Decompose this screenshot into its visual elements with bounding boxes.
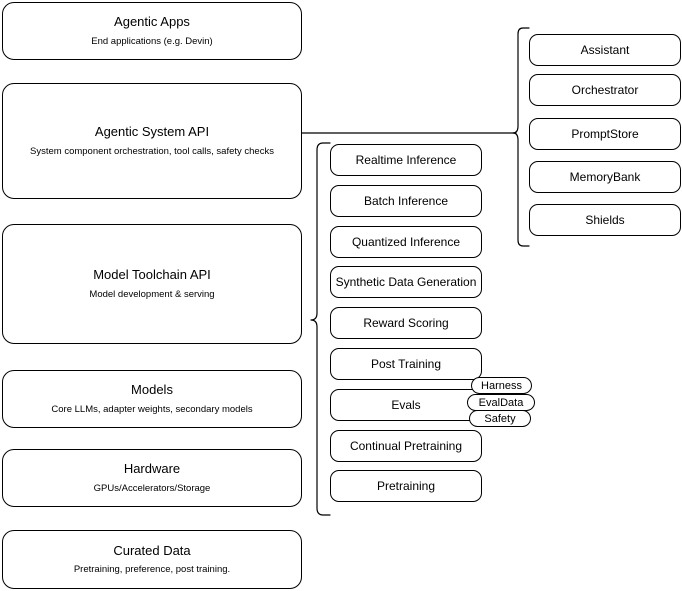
layer-hardware[interactable]: Hardware GPUs/Accelerators/Storage (2, 449, 302, 507)
toolchain-item-reward-scoring[interactable]: Reward Scoring (330, 307, 482, 339)
toolchain-item-label: Continual Pretraining (349, 438, 463, 453)
toolchain-item-label: Synthetic Data Generation (335, 274, 477, 289)
toolchain-item-label: Quantized Inference (351, 234, 461, 249)
toolchain-item-continual-pretraining[interactable]: Continual Pretraining (330, 430, 482, 462)
layer-title: Hardware (123, 461, 181, 477)
layer-title: Agentic Apps (114, 14, 190, 30)
toolchain-item-label: Realtime Inference (355, 152, 457, 167)
toolchain-item-pretraining[interactable]: Pretraining (330, 470, 482, 502)
evals-badge-harness[interactable]: Harness (471, 377, 532, 394)
bracket-agentic-system-components (512, 27, 530, 247)
agentic-system-item-orchestrator[interactable]: Orchestrator (529, 74, 681, 106)
toolchain-item-evals[interactable]: Evals (330, 389, 482, 421)
toolchain-item-post-training[interactable]: Post Training (330, 348, 482, 380)
bracket-model-toolchain-components (310, 142, 331, 516)
toolchain-item-label: Reward Scoring (363, 315, 449, 330)
evals-badge-safety[interactable]: Safety (469, 410, 531, 427)
layer-subtitle: Pretraining, preference, post training. (73, 564, 231, 576)
agentic-system-item-assistant[interactable]: Assistant (529, 34, 681, 66)
evals-badge-label: Safety (484, 412, 516, 425)
layer-title: Models (131, 382, 173, 398)
layer-agentic-apps[interactable]: Agentic Apps End applications (e.g. Devi… (2, 2, 302, 60)
agentic-system-item-label: MemoryBank (569, 169, 641, 184)
layer-subtitle: GPUs/Accelerators/Storage (93, 482, 211, 494)
layer-curated-data[interactable]: Curated Data Pretraining, preference, po… (2, 530, 302, 589)
toolchain-item-quantized-inference[interactable]: Quantized Inference (330, 226, 482, 258)
layer-model-toolchain-api[interactable]: Model Toolchain API Model development & … (2, 224, 302, 344)
layer-agentic-system-api[interactable]: Agentic System API System component orch… (2, 83, 302, 199)
evals-badge-label: EvalData (478, 396, 524, 409)
layer-subtitle: System component orchestration, tool cal… (30, 145, 274, 157)
agentic-system-item-label: Shields (585, 212, 625, 227)
evals-badge-label: Harness (481, 379, 522, 392)
layer-title: Agentic System API (94, 124, 210, 140)
agentic-system-item-label: Assistant (580, 42, 630, 57)
layer-subtitle: End applications (e.g. Devin) (91, 35, 213, 47)
layer-title: Model Toolchain API (93, 267, 211, 283)
toolchain-item-label: Post Training (370, 356, 442, 371)
agentic-system-item-label: PromptStore (571, 126, 639, 141)
layer-subtitle: Core LLMs, adapter weights, secondary mo… (51, 403, 253, 415)
layer-subtitle: Model development & serving (89, 288, 215, 300)
agentic-system-item-label: Orchestrator (571, 82, 639, 97)
layer-title: Curated Data (113, 542, 191, 558)
evals-badge-evaldata[interactable]: EvalData (467, 394, 535, 411)
toolchain-item-realtime-inference[interactable]: Realtime Inference (330, 144, 482, 176)
toolchain-item-label: Batch Inference (363, 193, 449, 208)
toolchain-item-batch-inference[interactable]: Batch Inference (330, 185, 482, 217)
toolchain-item-synthetic-data-generation[interactable]: Synthetic Data Generation (330, 266, 482, 298)
agentic-system-item-shields[interactable]: Shields (529, 204, 681, 236)
agentic-system-item-memorybank[interactable]: MemoryBank (529, 161, 681, 193)
layer-models[interactable]: Models Core LLMs, adapter weights, secon… (2, 370, 302, 428)
toolchain-item-label: Evals (391, 397, 421, 412)
toolchain-item-label: Pretraining (376, 478, 436, 493)
agentic-system-item-promptstore[interactable]: PromptStore (529, 118, 681, 150)
